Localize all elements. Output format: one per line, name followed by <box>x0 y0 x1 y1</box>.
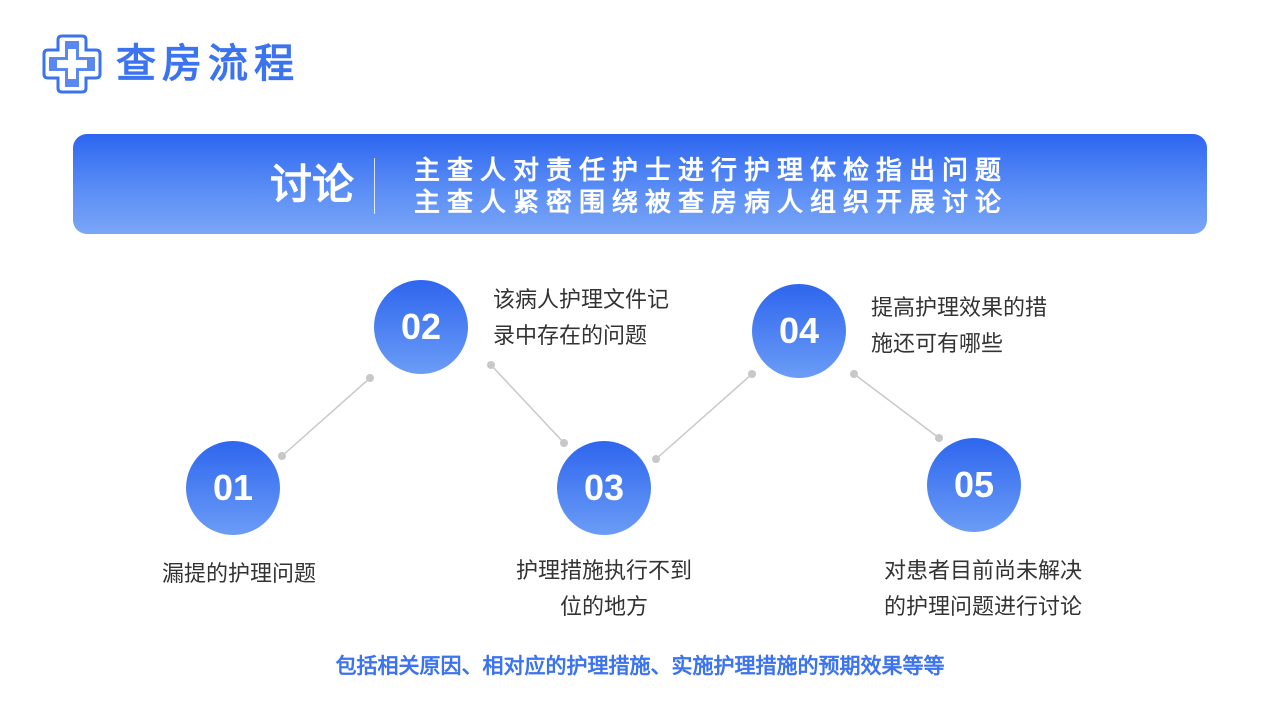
step-02-text-line-1: 该病人护理文件记 <box>493 288 670 313</box>
step-01-text-line-1: 漏提的护理问题 <box>161 562 316 587</box>
step-01-circle: 01 <box>186 441 280 535</box>
step-05-text-line-2: 的护理问题进行讨论 <box>883 595 1082 620</box>
banner-line-1: 主查人对责任护士进行护理体检指出问题 <box>414 156 1009 186</box>
connector-03-04 <box>655 373 753 460</box>
step-03-text-line-2: 位的地方 <box>559 595 648 620</box>
step-04-text-line-1: 提高护理效果的措 <box>871 296 1048 321</box>
step-01-text: 漏提的护理问题 <box>139 557 339 593</box>
step-04-text: 提高护理效果的措 施还可有哪些 <box>871 291 1091 363</box>
connector-02-03 <box>490 364 565 444</box>
step-03-text: 护理措施执行不到 位的地方 <box>494 554 714 626</box>
step-03-text-line-1: 护理措施执行不到 <box>515 559 692 584</box>
step-04-text-line-2: 施还可有哪些 <box>871 332 1004 357</box>
step-02-circle: 02 <box>374 280 468 374</box>
banner-divider <box>374 158 375 214</box>
banner-heading: 讨论 <box>269 160 354 209</box>
step-05-circle: 05 <box>927 438 1021 532</box>
step-02-text: 该病人护理文件记 录中存在的问题 <box>493 283 713 355</box>
step-05-text-line-1: 对患者目前尚未解决 <box>883 559 1082 584</box>
step-02-text-line-2: 录中存在的问题 <box>493 324 648 349</box>
medical-cross-icon <box>42 34 102 94</box>
step-04-circle: 04 <box>752 284 846 378</box>
banner-line-2: 主查人紧密围绕被查房病人组织开展讨论 <box>414 188 1009 218</box>
page-title: 查房流程 <box>116 41 300 87</box>
step-03-circle: 03 <box>557 441 651 535</box>
discussion-banner <box>73 134 1207 234</box>
footer-note: 包括相关原因、相对应的护理措施、实施护理措施的预期效果等等 <box>335 654 945 678</box>
connector-04-05 <box>853 373 940 439</box>
step-05-text: 对患者目前尚未解决 的护理问题进行讨论 <box>863 554 1103 626</box>
connector-01-02 <box>281 377 371 457</box>
